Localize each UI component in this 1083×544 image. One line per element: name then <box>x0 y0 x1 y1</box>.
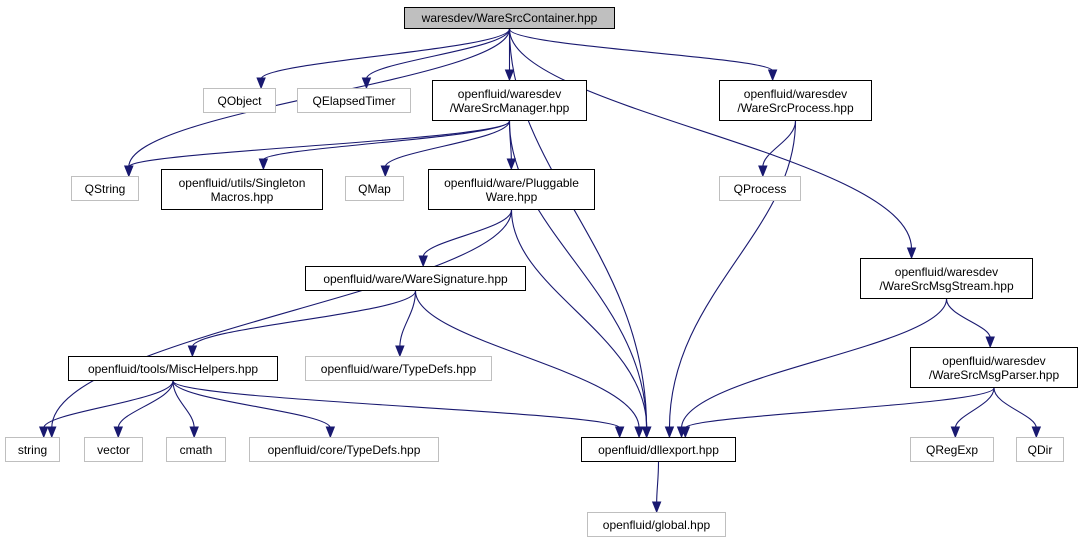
node-root[interactable]: waresdev/WareSrcContainer.hpp <box>404 7 615 29</box>
edge-waresrcmanager-to-dllexport <box>508 120 648 429</box>
edge-mischelpers-to-vector <box>117 380 174 429</box>
edge-waresignature-to-waretypedefs <box>399 290 417 348</box>
edge-dllexport-to-global <box>656 461 660 504</box>
arrowhead-root-to-qelapsedtimer <box>361 77 372 90</box>
node-waresignature[interactable]: openfluid/ware/WareSignature.hpp <box>305 266 526 291</box>
edge-waresrcmsgparser-to-qdir <box>993 387 1037 429</box>
node-qprocess[interactable]: QProcess <box>719 176 801 201</box>
arrowhead-waresignature-to-mischelpers <box>187 345 198 358</box>
arrowhead-dllexport-to-global <box>651 501 662 514</box>
arrowhead-waresignature-to-dllexport <box>634 426 644 439</box>
edge-waresignature-to-mischelpers <box>191 290 417 348</box>
edge-pluggableware-to-dllexport <box>510 209 648 429</box>
node-mischelpers[interactable]: openfluid/tools/MiscHelpers.hpp <box>68 356 278 381</box>
node-cmath[interactable]: cmath <box>166 437 226 462</box>
arrowhead-waresrcprocess-to-dllexport <box>664 426 675 439</box>
edge-waresrcprocess-to-dllexport <box>668 120 797 429</box>
arrowhead-waresignature-to-waretypedefs <box>395 345 405 358</box>
arrowhead-waresrcmsgparser-to-qdir <box>1031 426 1042 439</box>
node-qmap[interactable]: QMap <box>345 176 404 201</box>
arrowhead-waresrcmanager-to-pluggableware <box>506 158 517 171</box>
arrowhead-waresrcmsgstream-to-waresrcmsgparser <box>985 336 995 349</box>
arrowhead-mischelpers-to-vector <box>113 426 123 439</box>
arrowhead-waresrcmanager-to-singletonmacros <box>258 158 269 171</box>
node-string[interactable]: string <box>5 437 60 462</box>
arrowhead-pluggableware-to-dllexport <box>642 426 652 439</box>
arrowhead-waresrcprocess-to-qprocess <box>758 165 768 178</box>
edge-mischelpers-to-string <box>43 380 174 429</box>
edge-waresrcmanager-to-qstring <box>128 120 511 168</box>
node-qobject[interactable]: QObject <box>203 88 276 113</box>
arrowhead-mischelpers-to-dllexport <box>614 426 625 439</box>
node-qstring[interactable]: QString <box>71 176 139 201</box>
arrowhead-waresrcmanager-to-qmap <box>380 165 391 178</box>
node-waresrcmsgstream[interactable]: openfluid/waresdev /WareSrcMsgStream.hpp <box>860 258 1033 299</box>
edge-root-to-waresrcmsgstream <box>508 28 913 250</box>
node-qdir[interactable]: QDir <box>1016 437 1064 462</box>
edge-pluggableware-to-waresignature <box>422 209 513 258</box>
arrowhead-pluggableware-to-string <box>47 426 57 439</box>
edge-waresignature-to-dllexport <box>414 290 640 429</box>
node-waresrcprocess[interactable]: openfluid/waresdev /WareSrcProcess.hpp <box>719 80 872 121</box>
node-qelapsedtimer[interactable]: QElapsedTimer <box>297 88 411 113</box>
node-waretypedefs[interactable]: openfluid/ware/TypeDefs.hpp <box>305 356 492 381</box>
arrowhead-waresrcmsgparser-to-dllexport <box>680 426 691 439</box>
arrowhead-root-to-waresrcmsgstream <box>906 247 917 260</box>
edge-mischelpers-to-cmath <box>172 380 195 429</box>
node-coretypedefs[interactable]: openfluid/core/TypeDefs.hpp <box>249 437 439 462</box>
edge-waresrcmanager-to-singletonmacros <box>262 120 511 161</box>
arrowhead-root-to-waresrcmanager <box>504 69 515 82</box>
node-vector[interactable]: vector <box>84 437 143 462</box>
arrowhead-mischelpers-to-cmath <box>189 426 199 439</box>
edge-waresrcmsgstream-to-waresrcmsgparser <box>945 298 991 339</box>
node-qregexp[interactable]: QRegExp <box>910 437 994 462</box>
node-global[interactable]: openfluid/global.hpp <box>587 512 726 537</box>
arrowhead-pluggableware-to-waresignature <box>418 255 428 268</box>
edge-mischelpers-to-dllexport <box>172 380 621 429</box>
edge-waresrcmsgparser-to-dllexport <box>684 387 995 429</box>
edge-root-to-waresrcprocess <box>508 28 774 72</box>
node-pluggableware[interactable]: openfluid/ware/Pluggable Ware.hpp <box>428 169 595 210</box>
arrowhead-waresrcmanager-to-qstring <box>124 165 134 178</box>
arrowhead-mischelpers-to-coretypedefs <box>325 426 336 439</box>
node-waresrcmanager[interactable]: openfluid/waresdev /WareSrcManager.hpp <box>432 80 587 121</box>
edge-waresrcmanager-to-qmap <box>384 120 511 168</box>
edge-waresrcprocess-to-qprocess <box>762 120 797 168</box>
edge-waresrcmsgstream-to-dllexport <box>680 298 948 429</box>
node-singletonmacros[interactable]: openfluid/utils/Singleton Macros.hpp <box>161 169 323 210</box>
node-dllexport[interactable]: openfluid/dllexport.hpp <box>581 437 736 462</box>
arrowhead-root-to-qobject <box>256 77 266 90</box>
edge-mischelpers-to-coretypedefs <box>172 380 331 429</box>
edge-pluggableware-to-string <box>51 209 513 429</box>
arrowhead-waresrcmsgparser-to-qregexp <box>950 426 961 439</box>
edge-root-to-qobject <box>260 28 511 80</box>
edge-waresrcmsgparser-to-qregexp <box>954 387 995 429</box>
arrowhead-mischelpers-to-string <box>39 426 49 439</box>
arrowhead-root-to-waresrcprocess <box>767 69 778 82</box>
edge-root-to-qelapsedtimer <box>365 28 511 80</box>
node-waresrcmsgparser[interactable]: openfluid/waresdev /WareSrcMsgParser.hpp <box>910 347 1078 388</box>
